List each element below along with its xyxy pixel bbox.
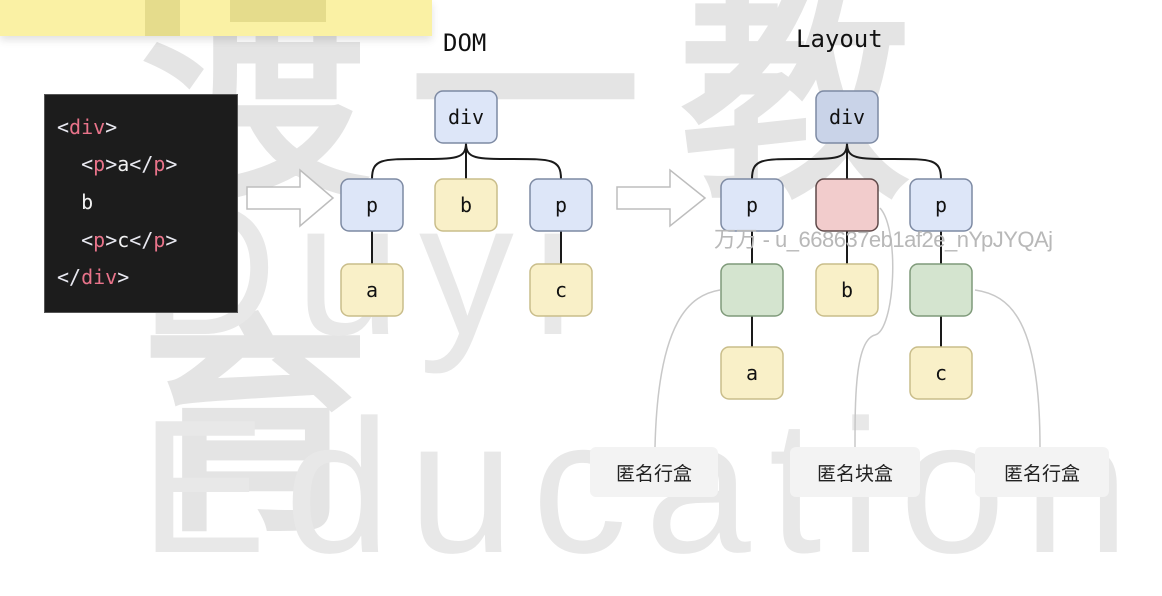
layout-node-box bbox=[815, 90, 879, 144]
annotation-connector bbox=[974, 289, 1041, 448]
code-punct: > bbox=[105, 152, 118, 176]
dom-node-c: c bbox=[529, 263, 593, 317]
dom-node-a: a bbox=[340, 263, 404, 317]
code-text: c bbox=[117, 228, 130, 252]
code-line: <p>a</p> bbox=[57, 152, 177, 176]
dom-node-box bbox=[529, 178, 593, 232]
layout-node-label: p bbox=[935, 193, 947, 217]
banner-shade bbox=[145, 0, 180, 36]
code-punct: </ bbox=[129, 228, 154, 252]
arrow-dom-to-layout-icon bbox=[616, 168, 707, 228]
layout-node-box bbox=[720, 346, 784, 400]
html-code-block: <div> <p>a</p> b <p>c</p> </div> bbox=[44, 94, 238, 313]
layout-node-box bbox=[909, 346, 973, 400]
layout-node-box bbox=[815, 178, 879, 232]
layout-node-label: div bbox=[829, 105, 865, 129]
code-line: <div> bbox=[57, 115, 117, 139]
code-punct: < bbox=[81, 152, 94, 176]
dom-node-box bbox=[434, 178, 498, 232]
code-tag: p bbox=[93, 228, 106, 252]
code-line: <p>c</p> bbox=[57, 228, 177, 252]
code-tag: div bbox=[69, 115, 106, 139]
code-punct: > bbox=[117, 265, 130, 289]
dom-title: DOM bbox=[443, 29, 487, 57]
dom-node-div: div bbox=[434, 90, 498, 144]
dom-node-b: b bbox=[434, 178, 498, 232]
code-punct: > bbox=[165, 152, 178, 176]
code-line: </div> bbox=[57, 265, 129, 289]
code-punct: < bbox=[81, 228, 94, 252]
code-punct: < bbox=[57, 115, 70, 139]
dom-node-label: p bbox=[366, 193, 378, 217]
layout-title: Layout bbox=[796, 25, 883, 53]
arrow-code-to-dom-icon bbox=[246, 168, 335, 228]
dom-edge bbox=[465, 142, 562, 180]
layout-node-p2: p bbox=[909, 178, 973, 232]
code-tag: p bbox=[93, 152, 106, 176]
dom-node-label: div bbox=[448, 105, 484, 129]
layout-node-p1: p bbox=[720, 178, 784, 232]
dom-node-label: a bbox=[366, 278, 378, 302]
annotation-anonymous-line-box-2: 匿名行盒 bbox=[975, 447, 1109, 497]
code-punct: > bbox=[165, 228, 178, 252]
code-tag: p bbox=[153, 152, 166, 176]
annotation-connector bbox=[654, 289, 721, 448]
code-tag: p bbox=[153, 228, 166, 252]
code-line: b bbox=[57, 190, 93, 214]
layout-node-box bbox=[720, 263, 784, 317]
code-punct: </ bbox=[129, 152, 154, 176]
code-text: b bbox=[81, 190, 94, 214]
layout-node-anon_line1 bbox=[720, 263, 784, 317]
code-punct: > bbox=[105, 228, 118, 252]
dom-node-box bbox=[434, 90, 498, 144]
code-text: a bbox=[117, 152, 130, 176]
layout-node-b: b bbox=[815, 263, 879, 317]
code-indent bbox=[57, 228, 81, 252]
annotation-anonymous-block-box: 匿名块盒 bbox=[790, 447, 920, 497]
layout-edge bbox=[751, 142, 848, 180]
dom-node-box bbox=[340, 178, 404, 232]
layout-node-a: a bbox=[720, 346, 784, 400]
layout-node-c: c bbox=[909, 346, 973, 400]
dom-edge bbox=[371, 142, 467, 180]
layout-node-anon_block bbox=[815, 178, 879, 232]
dom-node-label: b bbox=[460, 193, 472, 217]
layout-node-label: b bbox=[841, 278, 853, 302]
tree-diagram: div p b p a c div p p b a c bbox=[246, 90, 1041, 448]
layout-node-box bbox=[815, 263, 879, 317]
code-tag: div bbox=[81, 265, 118, 289]
code-indent bbox=[57, 190, 81, 214]
dom-node-label: p bbox=[555, 193, 567, 217]
layout-node-anon_line2 bbox=[909, 263, 973, 317]
annotation-anonymous-line-box-1: 匿名行盒 bbox=[590, 447, 718, 497]
dom-node-box bbox=[340, 263, 404, 317]
dom-node-box bbox=[529, 263, 593, 317]
layout-node-box bbox=[720, 178, 784, 232]
code-indent bbox=[57, 152, 81, 176]
dom-node-p2: p bbox=[529, 178, 593, 232]
layout-node-label: c bbox=[935, 361, 947, 385]
banner-shade bbox=[230, 0, 326, 22]
code-punct: > bbox=[105, 115, 118, 139]
layout-edge bbox=[846, 142, 942, 180]
layout-node-label: a bbox=[746, 361, 758, 385]
annotation-connector bbox=[854, 207, 894, 448]
code-punct: </ bbox=[57, 265, 82, 289]
dom-node-p1: p bbox=[340, 178, 404, 232]
layout-node-div: div bbox=[815, 90, 879, 144]
layout-node-box bbox=[909, 263, 973, 317]
layout-node-label: p bbox=[746, 193, 758, 217]
dom-node-label: c bbox=[555, 278, 567, 302]
yellow-banner bbox=[0, 0, 432, 36]
layout-node-box bbox=[909, 178, 973, 232]
